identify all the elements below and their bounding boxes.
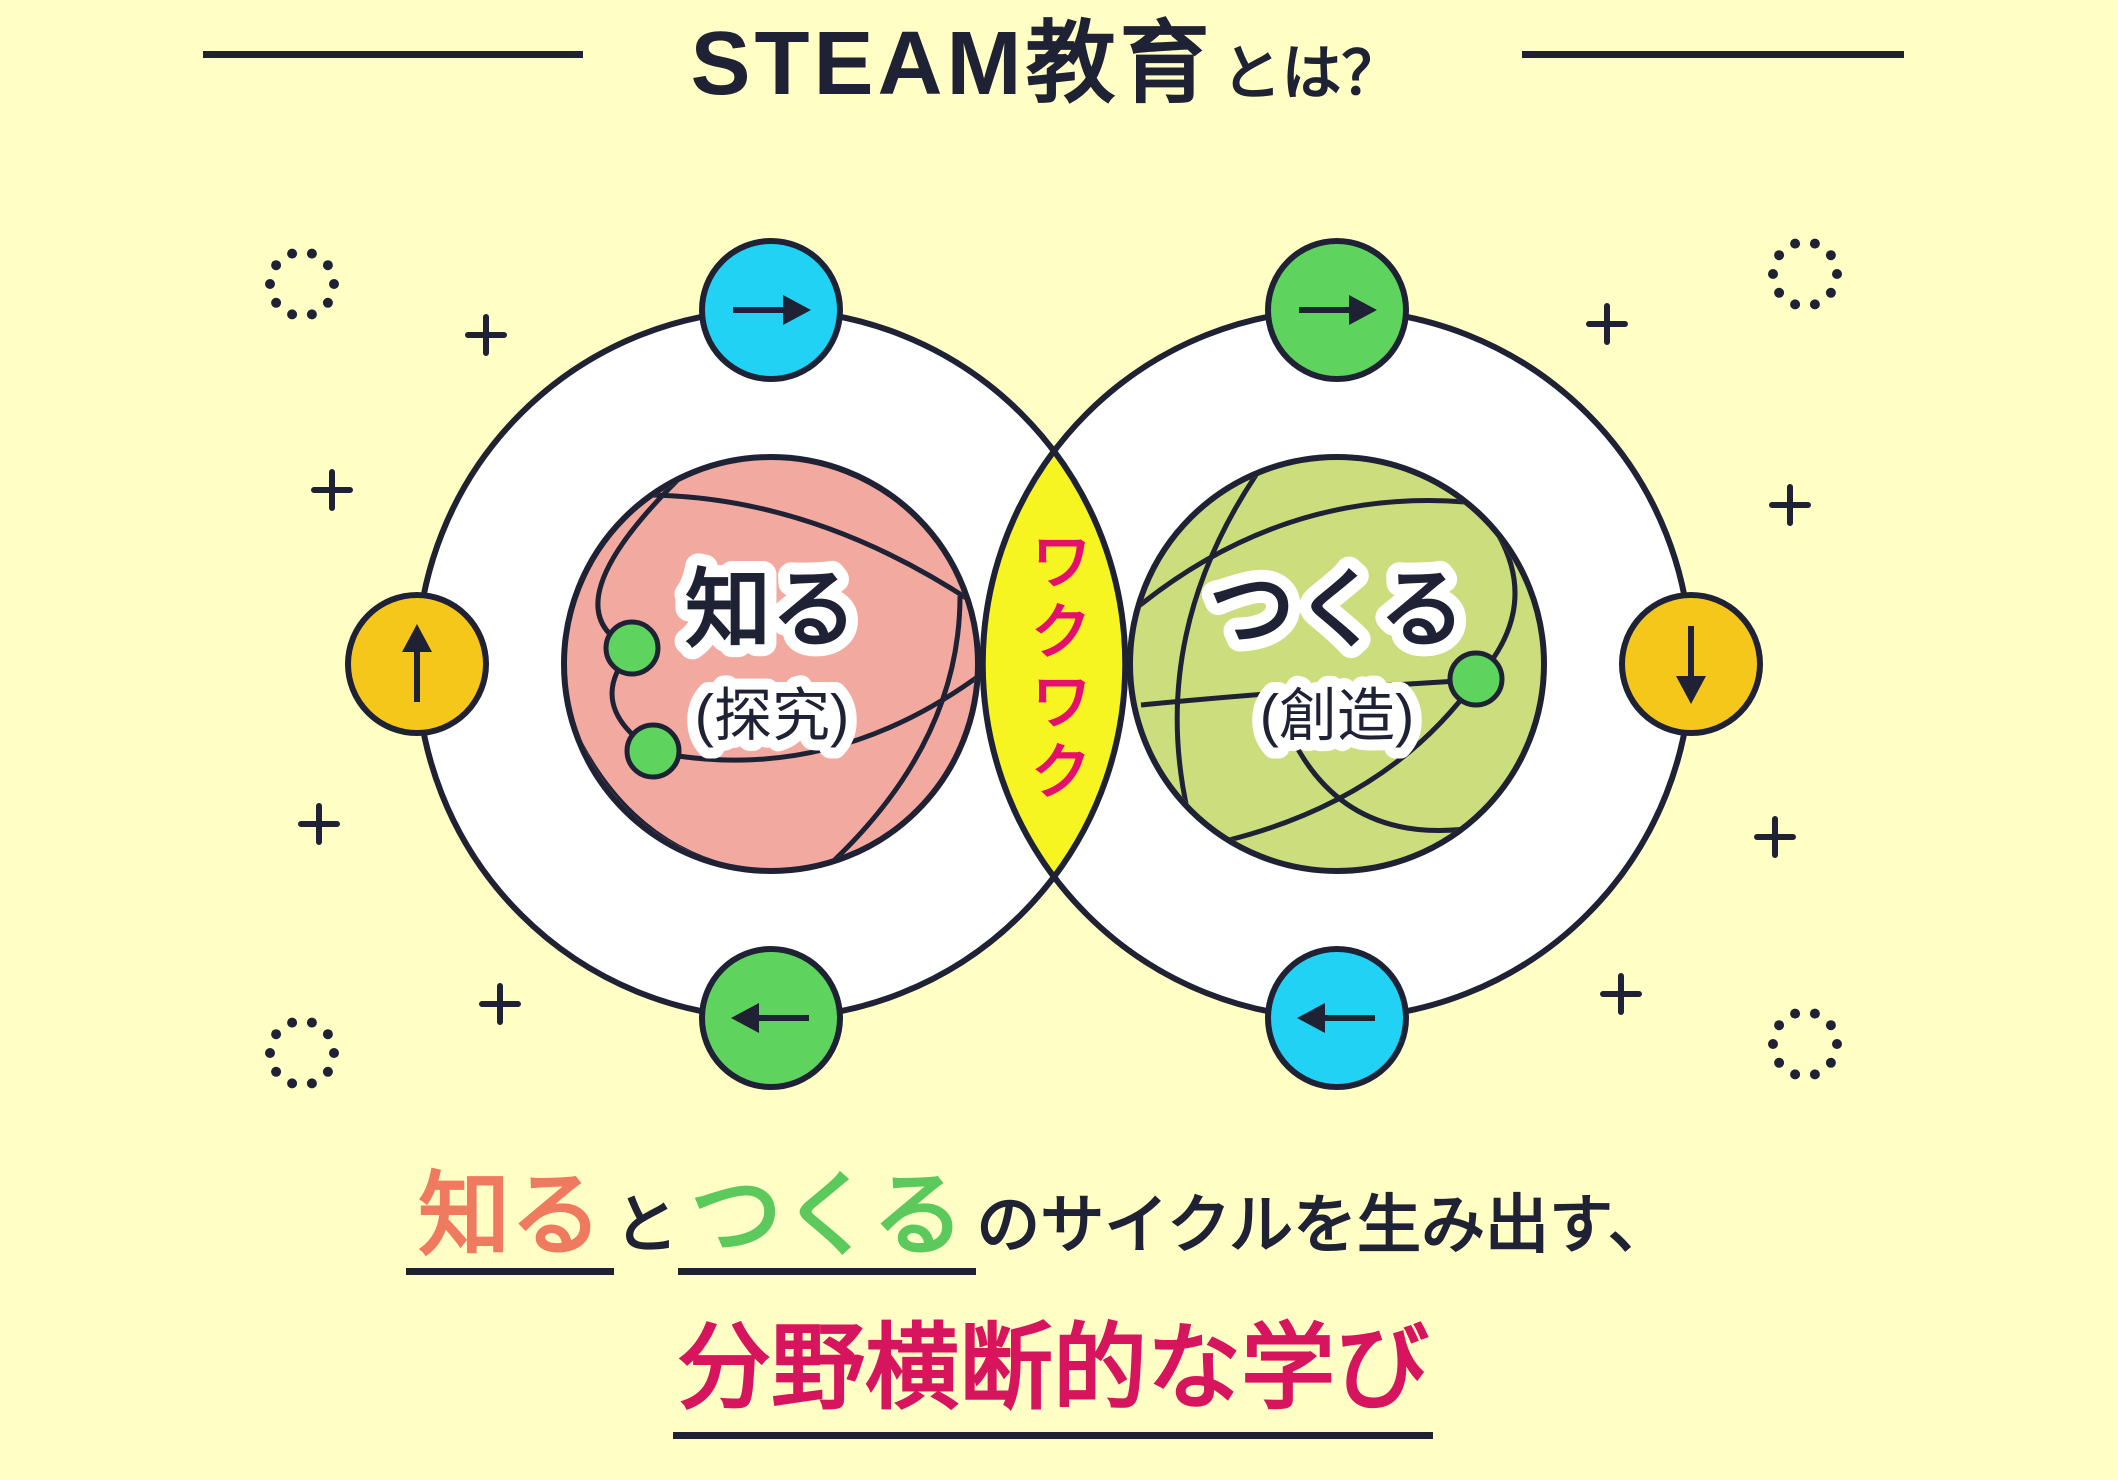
left-side-node [345,592,489,736]
section-title-suffix: とは？ [1221,40,1402,107]
plus-icon [482,986,518,1022]
plus-icon [468,317,504,353]
left-bottom-node [699,946,843,1090]
dotted-circle-icon [1768,1008,1842,1080]
left-top-node [699,238,843,382]
know-ball: 知る (探究) [561,454,981,874]
title-divider-left [203,51,583,58]
plus-icon [314,472,350,508]
plus-icon [1757,819,1793,855]
section-title-main: STEAM教育 [690,14,1214,114]
make-sublabel: (創造) [1260,684,1415,749]
know-sublabel: (探究) [695,684,850,749]
overlap-lens [979,446,1129,882]
plus-icon [1772,487,1808,523]
know-ball-dot [624,722,682,780]
make-ball-fill [1127,454,1547,874]
make-ball: つくる (創造) [1127,454,1547,874]
right-top-node [1265,238,1409,382]
plus-icon [301,806,337,842]
right-side-node [1619,592,1763,736]
headline: 分野横断的な学び [0,1318,2106,1439]
tagline-and: と [614,1189,679,1261]
dotted-circle-icon [265,248,339,320]
title-divider-right [1522,51,1904,58]
section-title: STEAM教育 とは？ [0,12,2092,116]
dotted-circle-icon [265,1017,339,1089]
plus-icon [1603,976,1639,1012]
tagline: 知る と つくる のサイクルを生み出す、 [0,1170,2078,1275]
tagline-rest: のサイクルを生み出す、 [976,1189,1672,1261]
make-label: つくる [1209,562,1465,658]
make-ball-lines [1133,473,1518,843]
know-ball-dot [603,619,661,677]
right-bottom-node [1265,946,1409,1090]
overlap-label: ワクワク [1020,529,1089,809]
plus-icon [1589,306,1625,342]
tagline-know: 知る [406,1170,615,1275]
make-ball-dot [1447,650,1505,708]
know-label: 知る [685,562,857,658]
dotted-circle-icon [1768,238,1842,310]
headline-text: 分野横断的な学び [672,1318,1433,1439]
tagline-make: つくる [678,1170,977,1275]
